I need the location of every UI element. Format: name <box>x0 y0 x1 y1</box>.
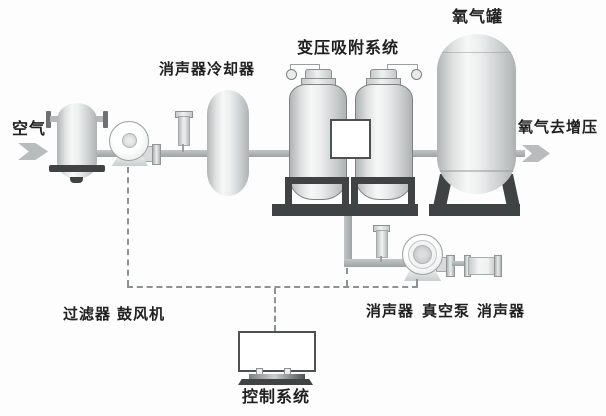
vacuum-muffler-in-label: 消声器 <box>366 302 415 320</box>
console-keyboard-bar <box>249 374 305 379</box>
vacuum-muffler-out-body <box>468 257 497 275</box>
vacuum-downpipe <box>344 216 352 264</box>
vacuum-pump-base <box>404 271 441 281</box>
vacuum-pump-label: 真空泵 <box>422 302 471 320</box>
vacuum-muffler-out-flange-r <box>494 255 502 277</box>
inlet-muffler-stem <box>182 144 184 152</box>
vacuum-pipe <box>344 259 424 267</box>
psa-right-gauge-pipe <box>387 64 418 71</box>
inlet-muffler-body <box>178 116 190 146</box>
vacuum-pump-hub <box>413 245 432 264</box>
filter-nozzle-right <box>95 116 104 122</box>
control-line-to-console <box>274 288 276 331</box>
filter-flange-left <box>46 111 51 128</box>
air-inlet-label: 空气 <box>12 119 47 138</box>
oxygen-tank-label: 氧气罐 <box>452 7 504 26</box>
blower-outlet-flange <box>152 144 161 165</box>
blower-base <box>112 157 148 166</box>
psa-right-gauge-icon <box>411 69 422 80</box>
console-base <box>238 379 313 385</box>
pump-outlet-pipe <box>452 261 466 266</box>
psa-right-support-leg-r <box>408 177 415 205</box>
psa-left-support-leg-l <box>285 177 292 205</box>
control-line-blower <box>127 167 129 286</box>
oxygen-tank-vessel <box>437 34 516 194</box>
control-line-horizontal <box>127 286 418 288</box>
filter-flange-right <box>103 111 108 128</box>
psa-left-support-leg-r <box>342 177 349 205</box>
psa-left-gauge-icon <box>286 69 297 80</box>
oxygen-tank-seam-bottom <box>440 170 513 172</box>
psa-base-beam <box>272 204 418 216</box>
filter-label: 过滤器 <box>63 305 112 323</box>
vacuum-muffler-in-stem <box>380 256 382 262</box>
psa-valve-box <box>330 119 371 159</box>
psa-left-gauge-pipe <box>290 64 320 71</box>
cooler-label: 冷却器 <box>207 60 256 78</box>
vacuum-muffler-out-label: 消声器 <box>477 302 526 320</box>
psa-system-label: 变压吸附系统 <box>297 38 400 57</box>
air-inlet-arrow-icon <box>18 143 48 160</box>
pump-outlet-flange <box>446 255 455 277</box>
oxygen-tank-base-beam <box>429 204 520 216</box>
psa-right-support-leg-l <box>351 177 358 205</box>
oxygen-outlet-arrow-icon <box>522 145 550 162</box>
oxygen-tank-seam-top <box>442 52 511 53</box>
control-line-pump-stub <box>416 279 418 287</box>
filter-drain-nub <box>70 177 83 183</box>
oxygen-outlet-pipe <box>512 150 525 157</box>
oxygen-outlet-label: 氧气去增压 <box>518 118 599 136</box>
blower-label: 鼓风机 <box>117 305 166 323</box>
filter-nozzle-left <box>50 116 59 122</box>
psa-left-support-band <box>285 177 349 184</box>
muffler-inlet-label: 消声器 <box>159 60 208 78</box>
control-system-label: 控制系统 <box>242 387 311 406</box>
main-process-pipe <box>90 150 438 157</box>
control-console-screen <box>238 331 316 372</box>
control-line-vacuum-pipe-stub <box>346 268 348 286</box>
psa-right-support-band <box>351 177 415 184</box>
cooler-vessel <box>207 90 249 196</box>
vacuum-muffler-in-body <box>376 230 388 258</box>
blower-hub <box>122 133 137 148</box>
filter-support-band <box>49 165 105 172</box>
